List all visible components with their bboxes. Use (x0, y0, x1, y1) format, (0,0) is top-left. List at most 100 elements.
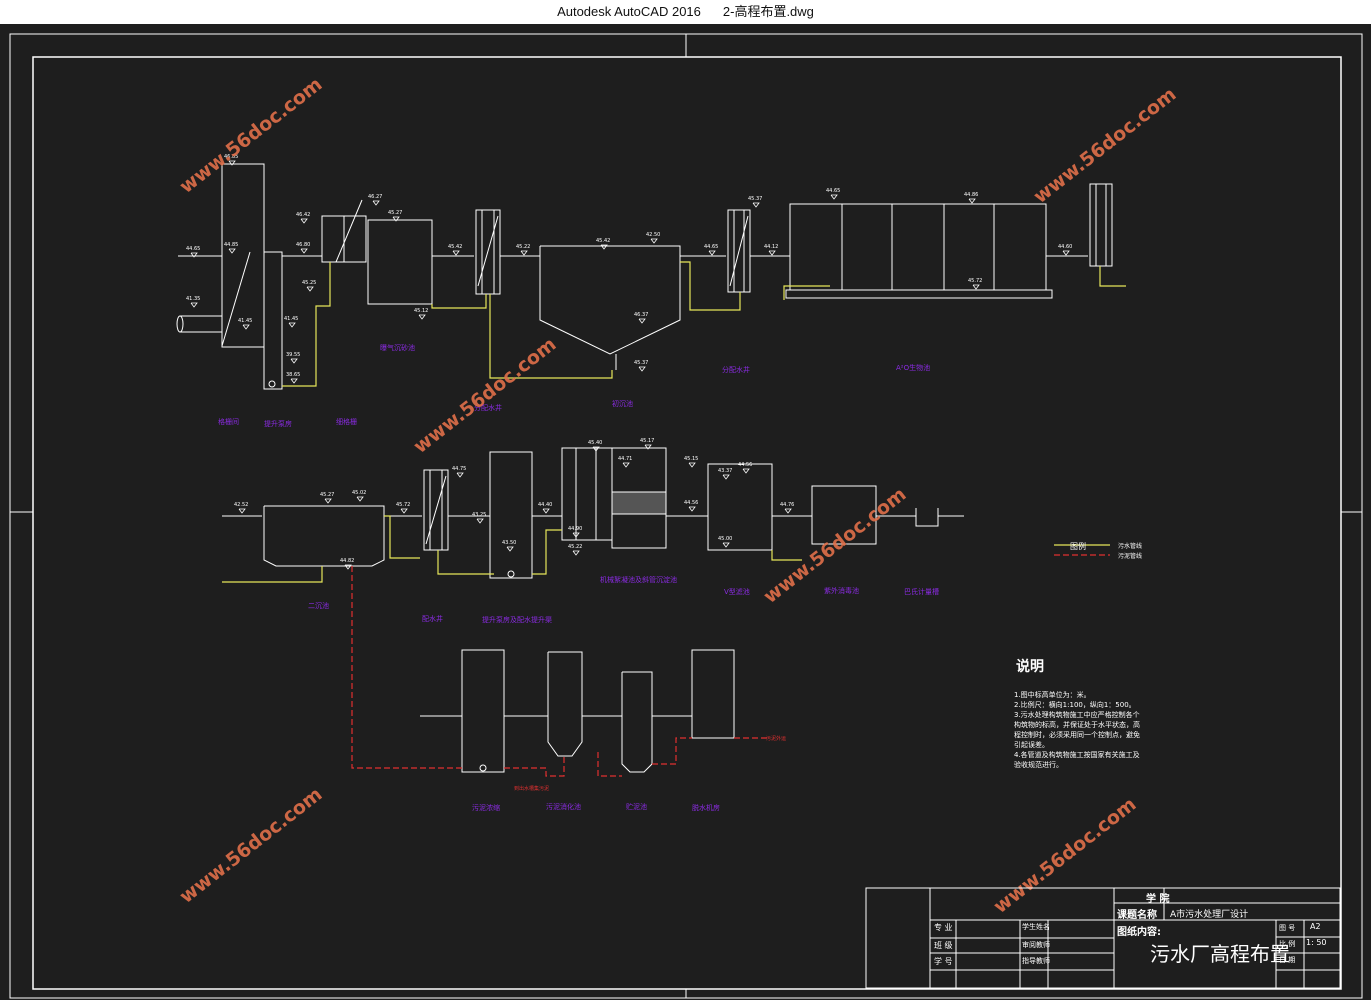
elevation-label: 41.45 (284, 316, 298, 322)
tb-school: 学 院 (1146, 894, 1170, 905)
water-level-marker (456, 472, 464, 478)
water-level-marker (784, 508, 792, 514)
legend-item-sewage: 污水管线 (1118, 543, 1143, 550)
water-level-marker (392, 216, 400, 222)
water-level-marker (638, 366, 646, 372)
water-level-marker (592, 446, 600, 452)
elevation-label: 44.75 (452, 466, 466, 472)
note-line: 4.各管道及构筑物施工按国家有关施工及验收规范进行。 (1014, 751, 1140, 769)
legend-item-sludge: 污泥管线 (1118, 553, 1143, 560)
elevation-label: 46.37 (634, 312, 648, 318)
water-level-markers (190, 160, 1070, 570)
dist-well-3 (1089, 183, 1113, 267)
note-line: 1.图中标高单位为：米。 (1014, 691, 1091, 699)
structure-label-l18: 贮泥池 (626, 802, 647, 811)
elevation-label: 45.72 (968, 278, 982, 284)
water-level-marker (238, 508, 246, 514)
lift-pump (263, 251, 283, 390)
note-line: 2.比例尺：横向1:100，纵向1：500。 (1014, 701, 1136, 709)
lift-pump-2 (489, 451, 533, 579)
water-level-marker (228, 160, 236, 166)
structure-label-l4: 曝气沉砂池 (380, 343, 415, 352)
water-level-marker (520, 250, 528, 256)
water-level-marker (572, 550, 580, 556)
app-title: Autodesk AutoCAD 2016 (557, 4, 701, 19)
structure-label-l13: V型滤池 (724, 587, 750, 596)
water-level-marker (688, 462, 696, 468)
structure-label-l8: 分配水井 (722, 365, 750, 374)
water-level-marker (290, 378, 298, 384)
water-level-marker (400, 508, 408, 514)
elevation-label: 45.72 (396, 502, 410, 508)
watermark-text: www.56doc.com (176, 73, 327, 198)
row1-structures (176, 163, 1113, 390)
tb-drawing-title: 污水厂高程布置 (1150, 942, 1290, 966)
notes-body: 1.图中标高单位为：米。 2.比例尺：横向1:100，纵向1：500。 3.污水… (1014, 690, 1144, 770)
water-level-marker (324, 498, 332, 504)
tb-row-a: 专 业 (934, 923, 953, 932)
elevation-label: 45.17 (640, 438, 654, 444)
water-level-marker (600, 244, 608, 250)
elevation-label: 44.76 (780, 502, 794, 508)
row3-structures (420, 649, 735, 773)
tb-row-a: 学 号 (934, 957, 953, 966)
watermark-text: www.56doc.com (176, 783, 327, 908)
elevation-label: 38.65 (286, 372, 300, 378)
elevation-label: 44.65 (826, 188, 840, 194)
tb-scale-label: 比 例 (1279, 940, 1296, 948)
structure-label-l7: A²O生物池 (896, 363, 930, 372)
elevation-label: 46.85 (224, 154, 238, 160)
water-level-marker (972, 284, 980, 290)
structure-label-l1: 格栅间 (218, 417, 239, 426)
primary-clarifier (539, 245, 681, 355)
legend-title: 图例 (1070, 542, 1086, 551)
water-level-marker (288, 322, 296, 328)
elevation-label: 44.60 (1058, 244, 1072, 250)
water-level-marker (638, 318, 646, 324)
water-level-marker (228, 248, 236, 254)
sludge-thickener (461, 649, 505, 773)
elevation-label: 45.37 (748, 196, 762, 202)
cad-drawing: 44.6544.8546.8546.4241.3541.4541.4539.55… (9, 33, 1363, 999)
tb-row-a: 班 级 (934, 941, 953, 950)
note-line: 3.污水处理构筑物施工中应严格控制各个构筑物的标高，并保证处于水平状态，高程控制… (1014, 711, 1140, 749)
watermark-text: www.56doc.com (1030, 83, 1181, 208)
water-level-marker (506, 546, 514, 552)
v-filter (707, 463, 773, 551)
elevation-label: 43.25 (472, 512, 486, 518)
water-level-marker (300, 248, 308, 254)
tb-row-b: 指导教师 (1022, 957, 1050, 965)
structure-label-l19: 脱水机房 (692, 803, 720, 812)
water-level-marker (300, 218, 308, 224)
elevation-label: 44.40 (538, 502, 552, 508)
elevation-label: 44.71 (618, 456, 632, 462)
a2o-tank (789, 203, 1047, 291)
watermark-text: www.56doc.com (990, 793, 1141, 918)
water-level-marker (968, 198, 976, 204)
structure-label-l3: 细格栅 (336, 417, 357, 426)
water-level-marker (418, 314, 426, 320)
tb-row-b: 学生姓名 (1022, 923, 1050, 931)
row1-sewage-pipes (282, 261, 1126, 387)
structure-label-l21: 污泥外运 (766, 735, 786, 742)
elevation-label: 45.37 (634, 360, 648, 366)
water-level-marker (708, 250, 716, 256)
elevation-label: 46.42 (296, 212, 310, 218)
water-level-marker (1062, 250, 1070, 256)
structure-label-l16: 污泥浓缩 (472, 803, 500, 812)
tb-project-label: 课题名称 (1117, 910, 1157, 921)
tb-sheet-value: A2 (1310, 922, 1321, 931)
water-level-marker (542, 508, 550, 514)
water-level-marker (688, 506, 696, 512)
water-level-marker (372, 200, 380, 206)
tb-date-label: 日 期 (1279, 956, 1296, 964)
secondary-clarifier (263, 505, 385, 567)
elevation-label: 42.52 (234, 502, 248, 508)
elevation-label: 45.22 (516, 244, 530, 250)
elevation-label: 43.37 (718, 468, 732, 474)
water-level-marker (306, 286, 314, 292)
structure-label-l20: 到出水槽集污泥 (514, 785, 549, 792)
water-level-marker (752, 202, 760, 208)
elevation-label: 46.27 (368, 194, 382, 200)
